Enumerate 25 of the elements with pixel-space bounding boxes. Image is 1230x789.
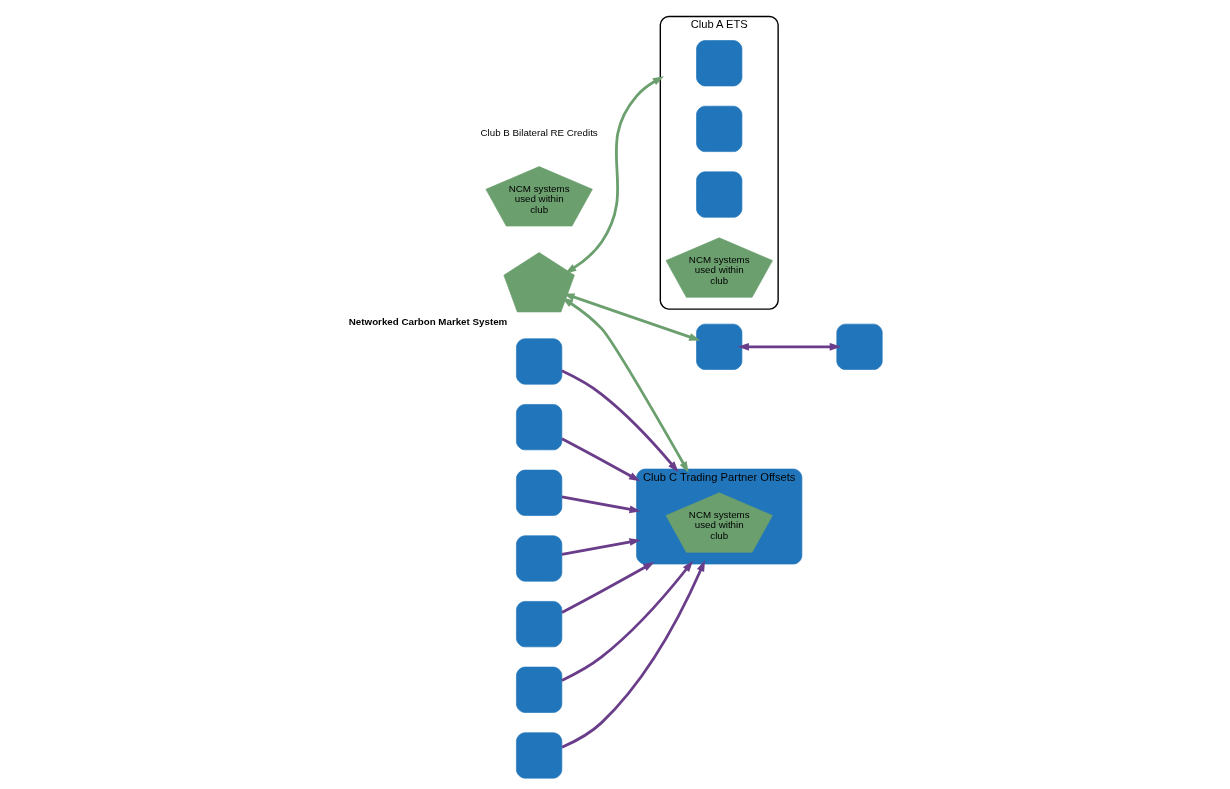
node-box	[515, 404, 562, 451]
arrow	[564, 76, 664, 274]
arrow	[560, 369, 678, 473]
node-box	[835, 323, 883, 370]
arrow	[562, 293, 700, 341]
node-box	[695, 171, 742, 218]
arrow	[561, 538, 641, 556]
label: Club B Bilateral RE Credits	[480, 127, 598, 139]
node-box	[515, 666, 562, 713]
arrow	[561, 297, 689, 473]
node-box	[515, 535, 562, 582]
node-box	[515, 338, 562, 385]
node-box	[695, 40, 742, 87]
arrow	[560, 562, 654, 614]
node-label: Networked Carbon Market System	[348, 316, 507, 328]
node-box	[515, 469, 562, 516]
arrow	[560, 437, 640, 482]
node-box	[695, 105, 742, 152]
arrow	[561, 495, 641, 514]
arrow	[737, 342, 841, 351]
node-box	[695, 323, 742, 370]
arrow	[560, 560, 693, 682]
node-box	[515, 601, 562, 648]
node-box	[515, 732, 562, 779]
arrow	[560, 560, 705, 749]
